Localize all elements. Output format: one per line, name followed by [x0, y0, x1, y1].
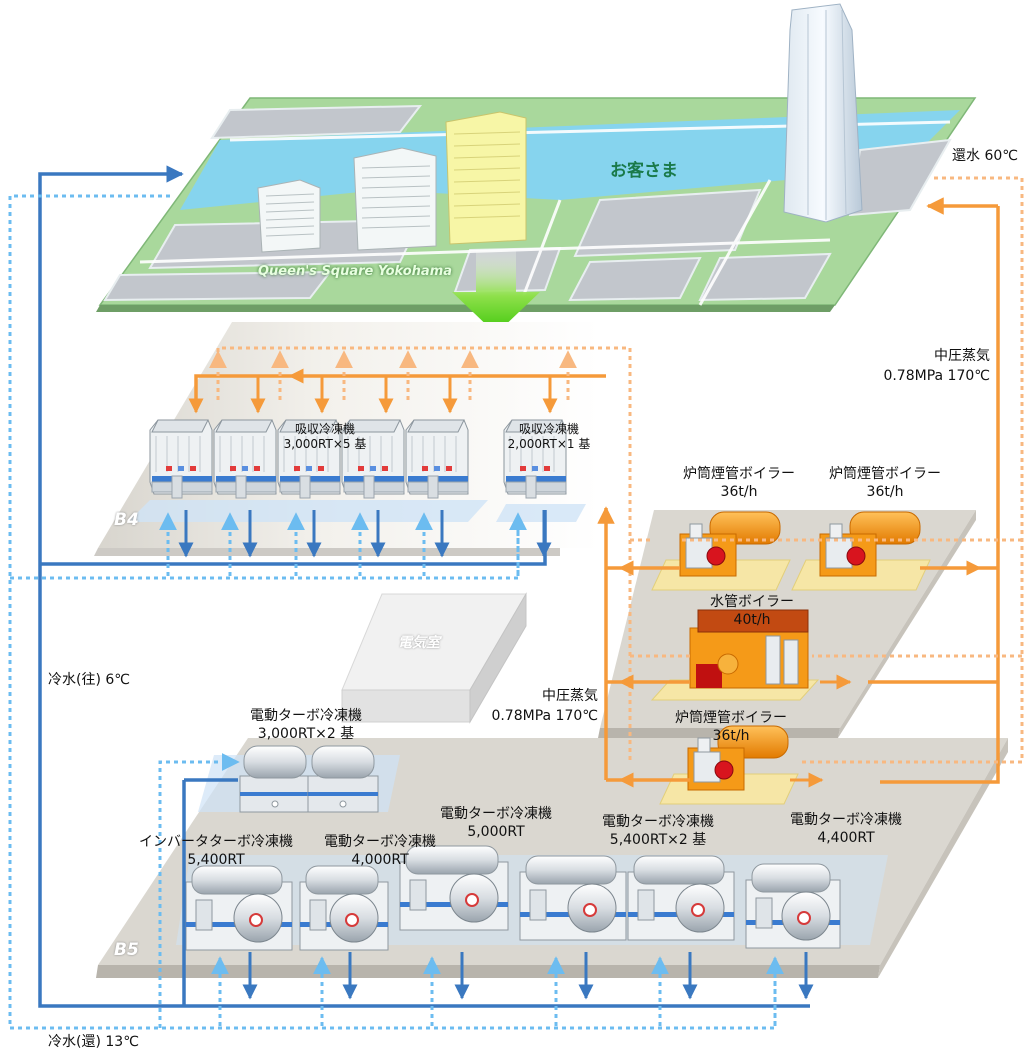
boiler-2-name: 炉筒煙管ボイラー — [829, 466, 941, 482]
b4-branch-pipes — [159, 350, 577, 576]
floor-b4-tag: B4 — [114, 510, 139, 530]
b5-unit-3-spec: 4,000RT — [351, 852, 409, 868]
electrical-room — [341, 592, 527, 724]
b5-unit-1-name: 電動ターボ冷凍機 — [250, 708, 362, 724]
chilled-supply-label: 冷水(往) 6℃ — [48, 672, 131, 688]
absorption-chiller — [213, 419, 277, 499]
boiler-3-name: 水管ボイラー — [710, 594, 794, 610]
steam-mid-label-2: 0.78MPa 170℃ — [491, 708, 598, 724]
fire-tube-boiler — [791, 511, 931, 591]
b4-unit-1-name: 吸収冷凍機 — [294, 422, 355, 436]
queens-square-buildings — [257, 111, 527, 253]
chilled-return-label: 冷水(還) 13℃ — [48, 1034, 139, 1050]
b5-unit-6-name: 電動ターボ冷凍機 — [790, 812, 902, 828]
turbo-chiller — [399, 845, 509, 931]
inverter-turbo-chiller — [185, 865, 293, 951]
absorption-chiller — [149, 419, 213, 499]
city-map — [96, 3, 977, 312]
b4-absorption-chillers — [149, 419, 567, 499]
b5-unit-2-name: インバータターボ冷凍機 — [139, 834, 293, 850]
electrical-room-label: 電気室 — [398, 635, 440, 651]
b5-branch-pipes — [211, 560, 982, 1026]
supply-arrow — [452, 250, 540, 334]
building-name-label: Queen's Square Yokohama — [258, 264, 453, 279]
return-hot-water-label: 還水 60℃ — [952, 148, 1018, 164]
fire-tube-boiler — [651, 511, 791, 591]
chilled-return-pipes — [8, 194, 777, 1030]
b5-unit-5-name: 電動ターボ冷凍機 — [602, 814, 714, 830]
water-tube-boiler — [650, 609, 820, 701]
boiler-4-spec: 36t/h — [712, 728, 750, 744]
b5-unit-2-spec: 5,400RT — [187, 852, 245, 868]
floor-b5-tag: B5 — [114, 940, 139, 960]
b5-unit-4-spec: 5,000RT — [467, 824, 525, 840]
steam-top-label-2: 0.78MPa 170℃ — [883, 368, 990, 384]
b4-unit-2-name: 吸収冷凍機 — [518, 422, 579, 436]
turbo-chiller — [519, 855, 627, 941]
boiler-1-spec: 36t/h — [720, 484, 758, 500]
b5-unit-1-spec: 3,000RT×2 基 — [257, 726, 355, 742]
absorption-chiller — [277, 419, 341, 499]
customers-label: お客さま — [610, 161, 678, 181]
boiler-4-name: 炉筒煙管ボイラー — [675, 710, 787, 726]
landmark-tower — [783, 3, 863, 223]
b5-unit-5-spec: 5,400RT×2 基 — [609, 832, 707, 848]
b5-unit-6-spec: 4,400RT — [817, 830, 875, 846]
turbo-chiller — [307, 745, 379, 813]
boiler-3-spec: 40t/h — [733, 612, 771, 628]
boiler-2-spec: 36t/h — [866, 484, 904, 500]
turbo-chiller — [299, 865, 389, 951]
steam-top-label-1: 中圧蒸気 — [934, 348, 990, 364]
b5-unit-3-name: 電動ターボ冷凍機 — [324, 834, 436, 850]
absorption-chiller — [341, 419, 405, 499]
b4-unit-1-spec: 3,000RT×5 基 — [283, 437, 367, 451]
b5-turbo-chillers — [185, 745, 841, 951]
fire-tube-boiler — [659, 725, 799, 805]
turbo-chiller — [239, 745, 311, 813]
boiler-1-name: 炉筒煙管ボイラー — [683, 466, 795, 482]
absorption-chiller — [503, 419, 567, 499]
absorption-chiller — [405, 419, 469, 499]
turbo-chiller — [627, 855, 735, 941]
steam-mid-label-1: 中圧蒸気 — [542, 688, 598, 704]
turbo-chiller — [745, 863, 841, 949]
b4-unit-2-spec: 2,000RT×1 基 — [507, 437, 591, 451]
b5-unit-4-name: 電動ターボ冷凍機 — [440, 806, 552, 822]
boilers — [650, 511, 931, 805]
